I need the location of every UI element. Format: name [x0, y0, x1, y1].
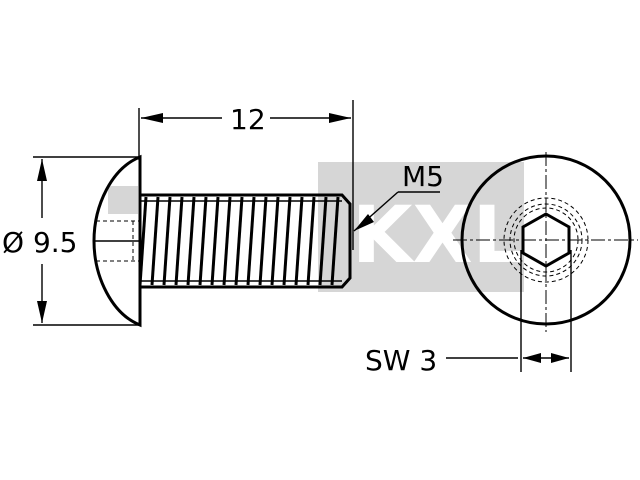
- watermark-text: KXL: [352, 191, 522, 281]
- socket-size-label: SW 3: [365, 344, 437, 377]
- screw-side-view: [92, 154, 352, 328]
- length-label: 12: [230, 103, 266, 136]
- head-diameter-dimension: Ø 9.5: [2, 156, 140, 326]
- socket-size-dimension: SW 3: [365, 250, 572, 377]
- watermark: KXL: [108, 162, 524, 292]
- thread-label: M5: [402, 160, 444, 193]
- length-dimension: 12: [138, 100, 354, 250]
- thread-pattern: [138, 196, 342, 286]
- thread-callout: M5: [353, 160, 444, 232]
- screw-end-view: [453, 152, 638, 332]
- hex-socket: [521, 212, 571, 268]
- head-diameter-label: Ø 9.5: [2, 226, 77, 259]
